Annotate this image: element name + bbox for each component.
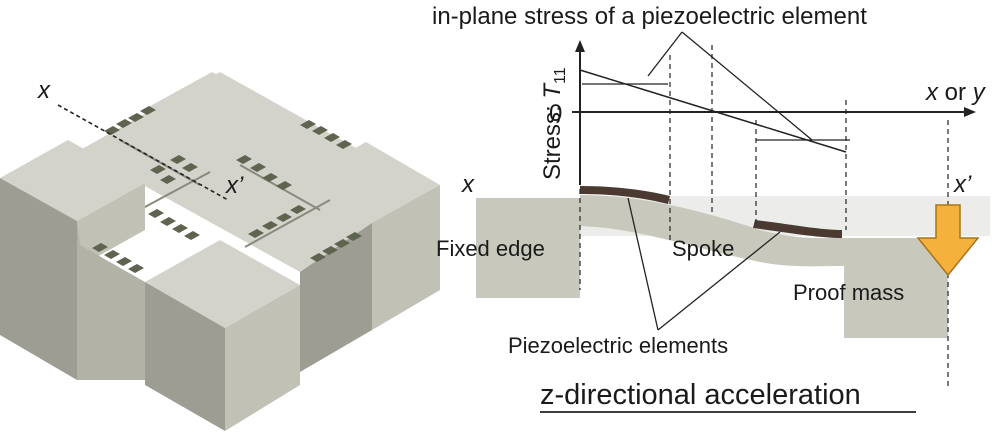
label-proof-mass: Proof mass (793, 280, 904, 305)
section-line-x-xprime (57, 104, 229, 201)
label-spoke: Spoke (672, 236, 734, 261)
center-plate-top (80, 72, 440, 272)
x-axis-label-or: or (938, 79, 973, 106)
title-in-plane-stress: in-plane stress of a piezoelectric eleme… (432, 3, 867, 30)
caption-z-acceleration: z-directional acceleration (540, 379, 861, 411)
piezo-element-left (580, 186, 670, 204)
x-axis-arrow (964, 107, 976, 117)
x-axis-label: x or y (925, 79, 987, 106)
x-axis-label-x: x (925, 79, 939, 106)
block-left-front (0, 178, 77, 380)
proof-mass-left (145, 282, 225, 431)
model-label-x-prime: x’ (225, 172, 244, 199)
model-label-x: x (37, 77, 51, 104)
section-mark-x: x (461, 171, 475, 198)
x-axis-label-y: y (971, 79, 987, 106)
fixed-edge-block (476, 198, 580, 298)
stress-axis-symbol: T (539, 82, 566, 99)
stress-axis-arrow (575, 40, 585, 52)
piezo-element-right (753, 220, 842, 238)
pointer-to-piezo-left (627, 197, 659, 331)
accelerometer-3d-model: x x’ (0, 72, 440, 431)
cross-section-diagram: in-plane stress of a piezoelectric eleme… (432, 3, 990, 413)
label-fixed-edge: Fixed edge (436, 236, 545, 261)
proof-mass-top (145, 240, 300, 328)
arm-left-top (0, 140, 145, 221)
section-mark-x-prime: x’ (953, 171, 972, 198)
label-piezo-elements: Piezoelectric elements (508, 333, 728, 358)
pointer-to-left-stress (647, 31, 683, 77)
block-right-side (372, 185, 440, 330)
pointer-to-right-stress (681, 31, 813, 141)
body-left-face (77, 221, 145, 380)
block-left-side (77, 183, 145, 268)
stress-axis-label: Stress: T11 (539, 67, 569, 180)
zero-label: 0 (549, 100, 562, 127)
proof-mass-right (225, 285, 300, 431)
spoke-beam (580, 195, 844, 267)
piezo-pads (92, 106, 362, 273)
acceleration-arrow (916, 204, 980, 277)
pointer-to-piezo-right (657, 231, 781, 331)
stress-axis-subscript: 11 (552, 67, 569, 84)
stress-axis-label-text: Stress: (539, 99, 566, 180)
